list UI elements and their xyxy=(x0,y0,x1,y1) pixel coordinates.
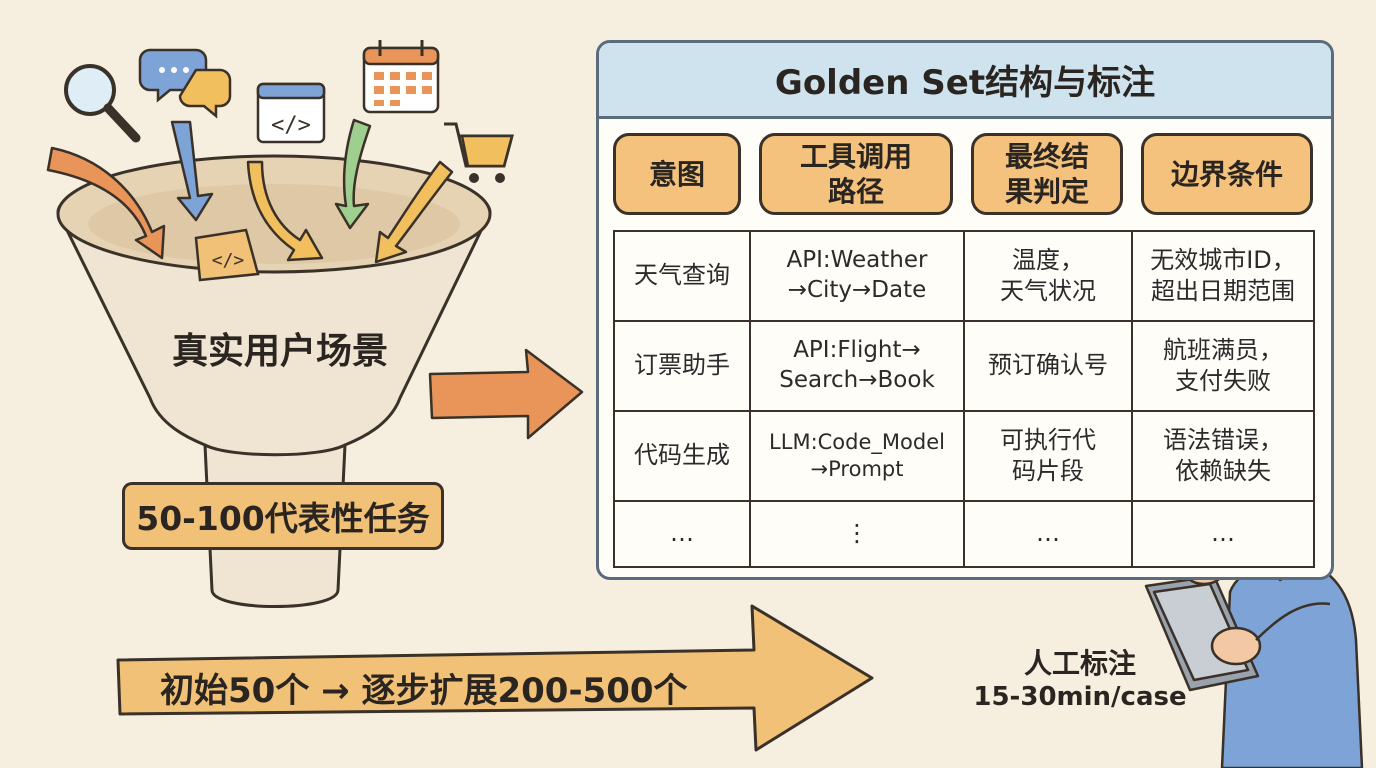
header-tool-path: 工具调用路径 xyxy=(759,133,953,215)
shopping-cart-icon xyxy=(444,122,514,183)
search-icon xyxy=(64,64,141,143)
header-label: 最终结果判定 xyxy=(1004,140,1089,208)
cell-result: 温度，天气状况 xyxy=(965,232,1133,322)
code-file-icon: </> xyxy=(194,228,260,282)
header-result: 最终结果判定 xyxy=(971,133,1123,215)
annotation-time: 15-30min/case xyxy=(973,682,1187,712)
panel-title: Golden Set结构与标注 xyxy=(599,43,1331,119)
cell-tool-path: API:Flight→Search→Book xyxy=(751,322,965,412)
annotation-title: 人工标注 xyxy=(1023,647,1136,680)
cell-boundary: 语法错误，依赖缺失 xyxy=(1133,412,1313,502)
header-label: 工具调用路径 xyxy=(799,140,912,208)
header-boundary: 边界条件 xyxy=(1141,133,1313,215)
header-intent: 意图 xyxy=(613,133,741,215)
cell-intent: 代码生成 xyxy=(615,412,751,502)
golden-set-panel: Golden Set结构与标注 意图 工具调用路径 最终结果判定 边界条件 天气… xyxy=(596,40,1334,580)
cell-ellipsis: … xyxy=(615,502,751,566)
code-window-icon: </> xyxy=(256,82,326,144)
chat-bubbles-icon xyxy=(138,48,232,119)
cell-ellipsis: … xyxy=(1211,519,1235,548)
header-label: 边界条件 xyxy=(1170,157,1283,191)
cell-intent: 订票助手 xyxy=(615,322,751,412)
calendar-icon xyxy=(362,40,440,114)
header-label: 意图 xyxy=(648,157,705,191)
cell-ellipsis: … xyxy=(965,502,1133,566)
growth-arrow-label: 初始50个 → 逐步扩展200-500个 xyxy=(160,671,688,711)
flow-arrow-right xyxy=(428,348,584,440)
cell-result: 可执行代码片段 xyxy=(965,412,1133,502)
funnel-label: 真实用户场景 xyxy=(171,331,388,372)
svg-text:</>: </> xyxy=(212,250,245,271)
incoming-arrows xyxy=(46,118,454,264)
task-count-badge: 50-100代表性任务 xyxy=(122,482,444,550)
golden-set-table: 天气查询 API:Weather→City→Date 温度，天气状况 无效城市I… xyxy=(613,230,1315,568)
cell-result: 预订确认号 xyxy=(965,322,1133,412)
growth-arrow xyxy=(116,604,874,752)
cell-intent: 天气查询 xyxy=(615,232,751,322)
cell-ellipsis: ⋮ xyxy=(751,502,965,566)
svg-text:</>: </> xyxy=(271,113,311,138)
cell-tool-path: API:Weather→City→Date xyxy=(751,232,965,322)
cell-tool-path: LLM:Code_Model→Prompt xyxy=(751,412,965,502)
cell-boundary: 航班满员，支付失败 xyxy=(1133,322,1313,412)
cell-boundary: 无效城市ID，超出日期范围 xyxy=(1133,232,1313,322)
